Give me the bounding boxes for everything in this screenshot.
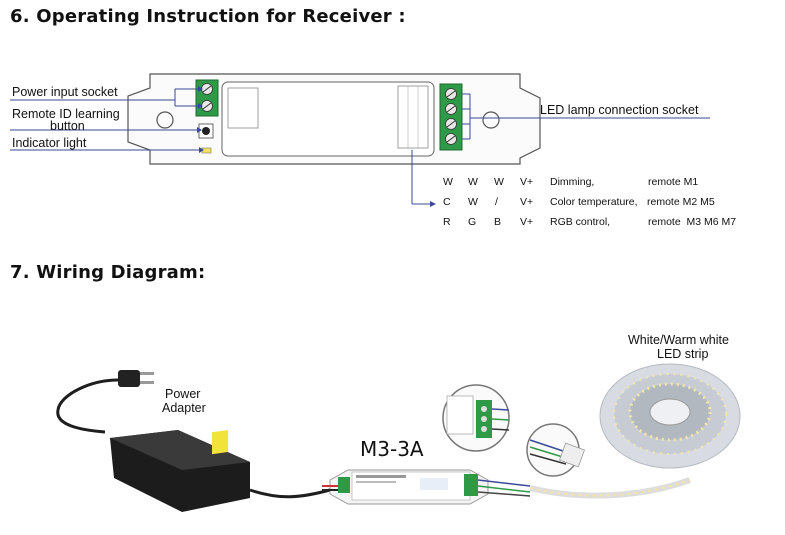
- power-adapter: [110, 429, 331, 512]
- section-6-title: 6. Operating Instruction for Receiver :: [10, 6, 406, 27]
- terminal-zoom-circle: [442, 384, 510, 452]
- label-strip-line2: LED strip: [657, 347, 709, 361]
- left-leader-lines: [10, 88, 200, 151]
- ac-plug: [56, 370, 154, 434]
- label-strip-line1: White/Warm white: [628, 333, 729, 347]
- strip-connector-zoom-circle: [526, 423, 585, 477]
- model-label: M3-3A: [360, 437, 424, 461]
- learning-button: [198, 123, 214, 139]
- label-led-socket: LED lamp connection socket: [540, 103, 699, 117]
- led-strip-reel: [599, 363, 741, 469]
- label-adapter-line1: Power: [165, 387, 201, 401]
- led-strip-tail: [529, 477, 692, 499]
- label-power-input: Power input socket: [12, 85, 118, 99]
- label-indicator: Indicator light: [12, 136, 87, 150]
- section-7-title: 7. Wiring Diagram:: [10, 262, 206, 283]
- label-remote-id-line2: button: [50, 119, 85, 133]
- led-output-terminal: [439, 83, 463, 151]
- label-remote-id-line1: Remote ID learning: [12, 107, 120, 121]
- label-adapter-line2: Adapter: [162, 401, 206, 415]
- right-leader-lines: [411, 93, 710, 205]
- receiver-body: [127, 73, 541, 165]
- m3-3a-receiver: [322, 469, 531, 505]
